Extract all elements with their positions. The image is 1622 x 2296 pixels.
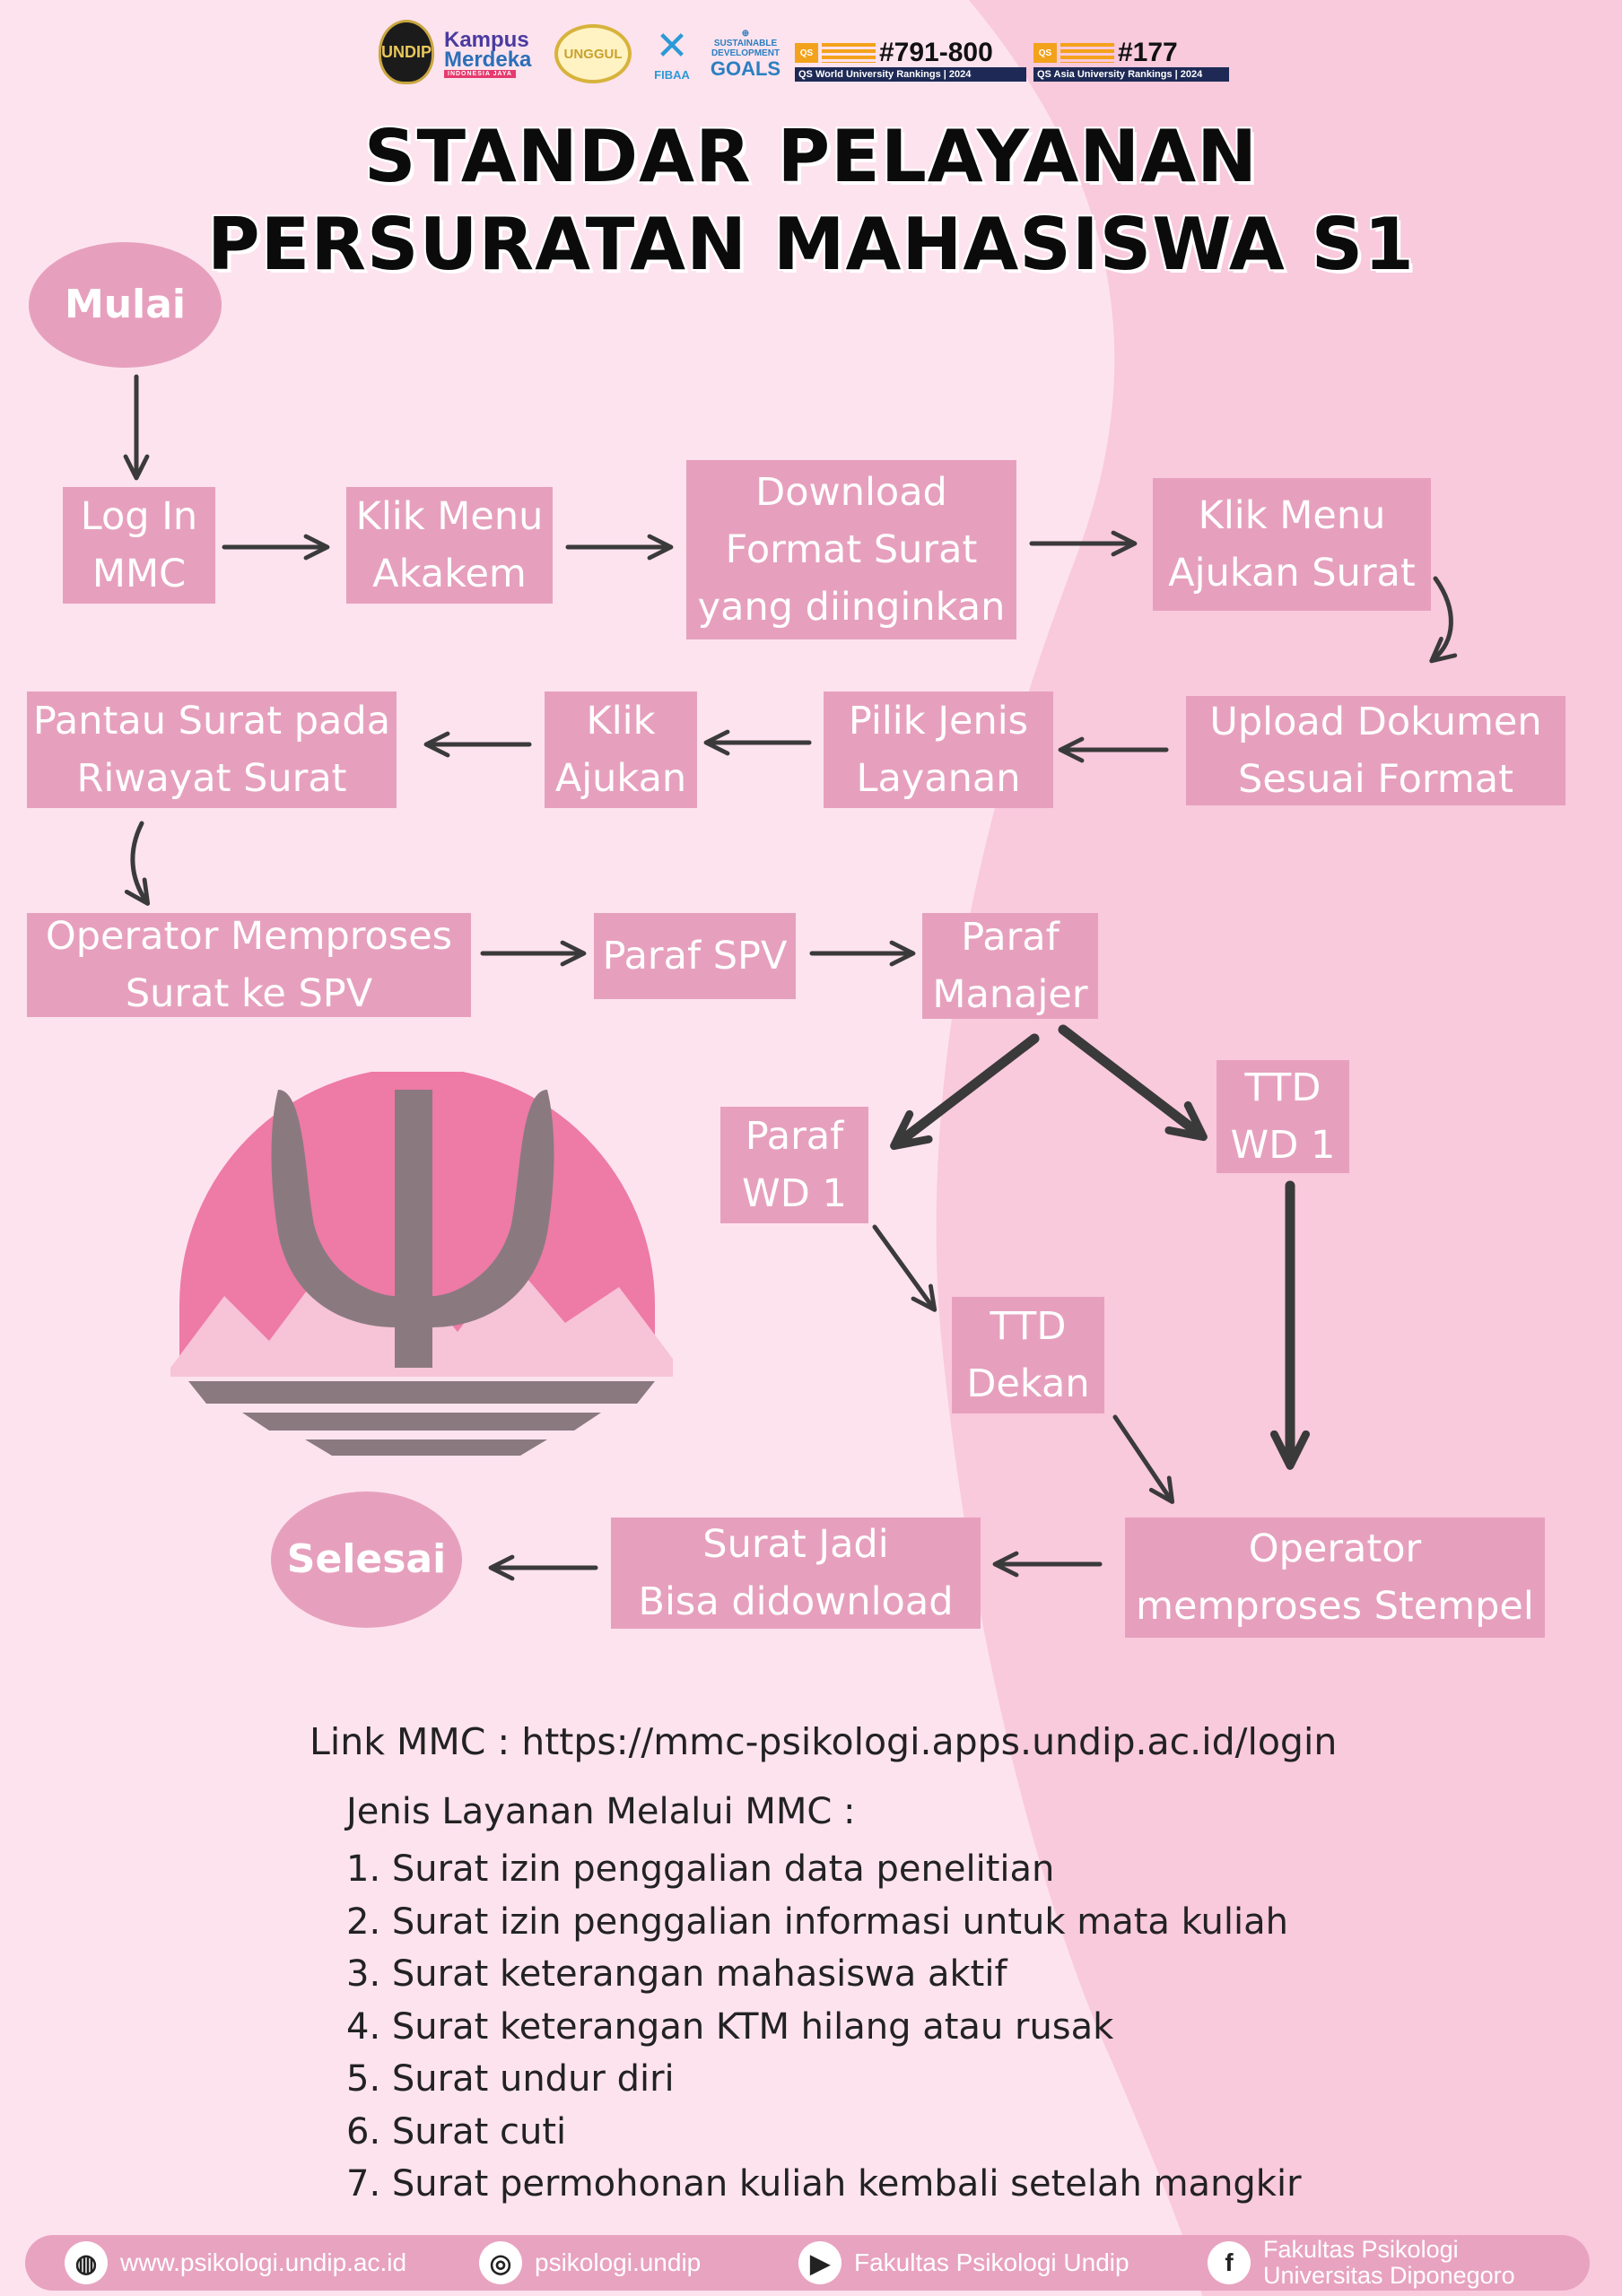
kampus-merdeka-logo: Kampus Merdeka INDONESIA JAYA [444, 27, 545, 81]
undip-seal-logo: UNDIP [379, 20, 434, 84]
list-item: 4. Surat keterangan KTM hilang atau rusa… [346, 2005, 1114, 2048]
jenis-layanan-list: 1. Surat izin penggalian data penelitian… [346, 1843, 1302, 2211]
youtube-icon: ▶ [798, 2241, 842, 2284]
logo-reflection-3 [305, 1439, 547, 1456]
facebook-icon: f [1208, 2241, 1251, 2284]
flow-node-surat-jadi: Surat Jadi Bisa didownload [611, 1518, 981, 1629]
flow-node-paraf-wd1: Paraf WD 1 [720, 1107, 868, 1223]
flow-node-upload-dokumen: Upload Dokumen Sesuai Format [1186, 696, 1565, 805]
footer-facebook-line-1: Fakultas Psikologi [1263, 2236, 1459, 2263]
psychology-logo [170, 1072, 673, 1456]
flow-node-login: Log In MMC [63, 487, 215, 604]
sdg-line-3: GOALS [710, 57, 781, 80]
flow-node-klik-ajukan-surat: Klik Menu Ajukan Surat [1153, 478, 1431, 611]
list-item: 3. Surat keterangan mahasiswa aktif [346, 1953, 1007, 1995]
list-item: 6. Surat cuti [346, 2110, 567, 2152]
qs-world-rank: #791-800 [879, 38, 993, 67]
qs-icon: QS [795, 43, 818, 63]
logo-psi [271, 1090, 554, 1368]
footer-youtube[interactable]: ▶ Fakultas Psikologi Undip [798, 2235, 1129, 2291]
footer-bar: ◍ www.psikologi.undip.ac.id ◎ psikologi.… [25, 2235, 1590, 2291]
flow-node-paraf-manajer: Paraf Manajer [922, 913, 1098, 1019]
qs-world-ranking-badge: QS #791-800 QS World University Rankings… [795, 36, 1026, 84]
jenis-layanan-heading: Jenis Layanan Melalui MMC : [346, 1791, 856, 1832]
page-title-line-1: STANDAR PELAYANAN [363, 115, 1259, 198]
qs-icon: QS [1033, 43, 1057, 63]
footer-facebook[interactable]: f Fakultas Psikologi Universitas Diponeg… [1208, 2235, 1515, 2291]
qs-asia-caption: QS Asia University Rankings | 2024 [1033, 67, 1229, 82]
footer-facebook-line-2: Universitas Diponegoro [1263, 2262, 1515, 2289]
flow-node-operator-spv: Operator Memproses Surat ke SPV [27, 913, 471, 1017]
list-item: 7. Surat permohonan kuliah kembali setel… [346, 2163, 1302, 2205]
list-item: 1. Surat izin penggalian data penelitian [346, 1848, 1055, 1890]
qs-world-caption: QS World University Rankings | 2024 [795, 67, 1026, 82]
flow-node-pilih-jenis: Pilik Jenis Layanan [824, 691, 1053, 808]
footer-website-text: www.psikologi.undip.ac.id [120, 2248, 407, 2276]
link-mmc[interactable]: Link MMC : https://mmc-psikologi.apps.un… [310, 1720, 1338, 1763]
instagram-icon: ◎ [479, 2241, 522, 2284]
footer-website[interactable]: ◍ www.psikologi.undip.ac.id [65, 2235, 406, 2291]
undip-seal-text: UNDIP [381, 42, 432, 61]
fibaa-x-icon: ✕ [655, 23, 689, 68]
flow-node-mulai: Mulai [29, 242, 222, 368]
logo-reflection-2 [242, 1413, 601, 1431]
sdg-line-1: SUSTAINABLE [713, 38, 778, 48]
flow-node-pantau-surat: Pantau Surat pada Riwayat Surat [27, 691, 397, 808]
qs-asia-rank: #177 [1118, 38, 1178, 67]
kampus-text: Kampus [444, 27, 529, 52]
fibaa-logo: ✕ FIBAA [644, 20, 700, 86]
flow-node-paraf-spv: Paraf SPV [594, 913, 796, 999]
unggul-badge-logo: UNGGUL [554, 24, 632, 83]
list-item: 5. Surat undur diri [346, 2058, 675, 2100]
footer-instagram[interactable]: ◎ psikologi.undip [479, 2235, 701, 2291]
flow-node-klik-akakem: Klik Menu Akakem [346, 487, 553, 604]
globe-icon: ◍ [65, 2241, 108, 2284]
indonesia-jaya-text: INDONESIA JAYA [444, 69, 516, 78]
flow-node-ttd-wd1: TTD WD 1 [1216, 1060, 1349, 1173]
page-title-line-2: PERSURATAN MAHASISWA S1 [207, 203, 1415, 286]
flow-node-download-format: Download Format Surat yang diinginkan [686, 460, 1016, 639]
unggul-text: UNGGUL [563, 46, 623, 62]
flow-node-klik-ajukan: Klik Ajukan [545, 691, 697, 808]
globe-icon: ⊕ [741, 28, 750, 39]
logo-reflection-1 [188, 1381, 655, 1404]
footer-instagram-text: psikologi.undip [535, 2248, 702, 2276]
header-logos: UNDIP Kampus Merdeka INDONESIA JAYA UNGG… [0, 20, 1622, 91]
ranking-bars-icon [1060, 43, 1114, 63]
flow-node-operator-stempel: Operator memproses Stempel [1125, 1518, 1545, 1638]
ranking-bars-icon [822, 43, 876, 63]
list-item: 2. Surat izin penggalian informasi untuk… [346, 1900, 1288, 1943]
footer-youtube-text: Fakultas Psikologi Undip [854, 2248, 1129, 2276]
sdg-line-2: DEVELOPMENT [711, 48, 780, 58]
fibaa-text: FIBAA [654, 67, 690, 82]
sdg-logo: ⊕ SUSTAINABLE DEVELOPMENT GOALS [707, 23, 784, 84]
qs-asia-ranking-badge: QS #177 QS Asia University Rankings | 20… [1033, 36, 1229, 84]
flow-node-ttd-dekan: TTD Dekan [952, 1297, 1104, 1413]
merdeka-text: Merdeka [444, 47, 532, 72]
flow-node-selesai: Selesai [271, 1492, 462, 1628]
